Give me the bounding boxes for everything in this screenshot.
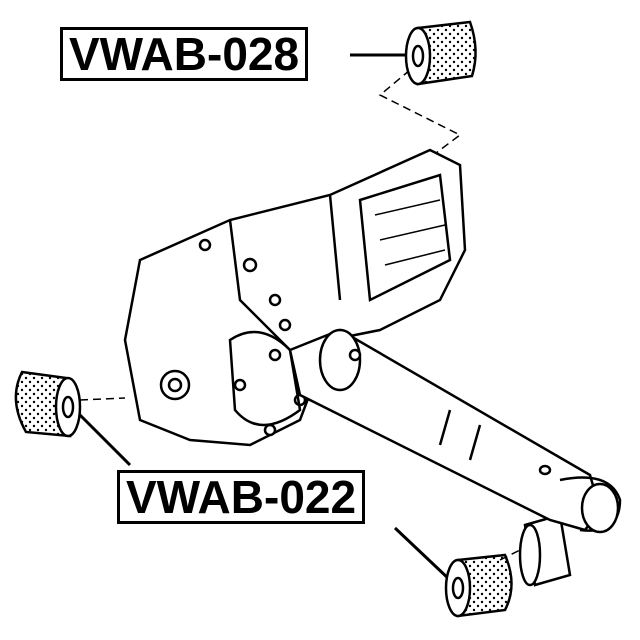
- axle-tube: [288, 328, 622, 534]
- leader-line-bottom-right: [393, 526, 452, 582]
- differential-housing: [123, 148, 467, 447]
- part-label-vwab-022: VWAB-022: [117, 470, 366, 524]
- dashed-guide-top: [378, 69, 462, 166]
- dashed-guide-left: [79, 397, 126, 401]
- bushing-bottom: [444, 553, 513, 618]
- sleeve: [518, 513, 572, 587]
- bushing-top: [404, 20, 477, 86]
- bushing-left: [14, 370, 82, 438]
- leader-line-bottom-left: [78, 413, 132, 467]
- part-label-vwab-028: VWAB-028: [60, 27, 309, 81]
